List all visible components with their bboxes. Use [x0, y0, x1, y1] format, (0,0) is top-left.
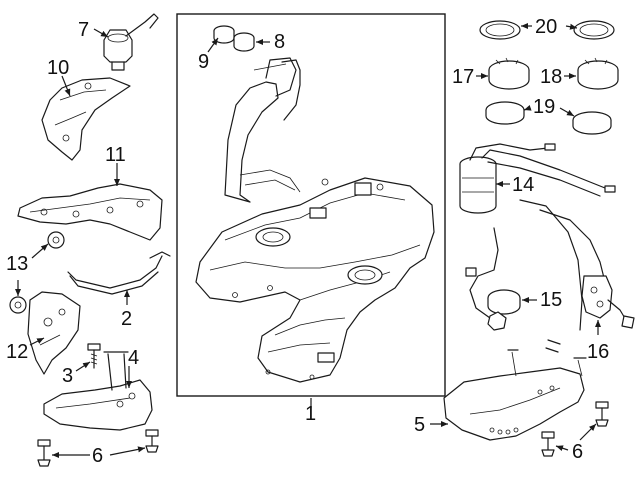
callout-9: 9 [198, 51, 209, 73]
callout-14: 14 [512, 174, 534, 196]
callout-7: 7 [78, 19, 89, 41]
bolt-3[interactable] [87, 343, 101, 369]
callout-15: 15 [540, 289, 562, 311]
callout-16: 16 [587, 341, 609, 363]
gasket-19-right[interactable] [572, 111, 612, 135]
callout-13: 13 [6, 253, 28, 275]
callout-6-left: 6 [92, 445, 103, 467]
fuel-level-sensor[interactable] [539, 209, 635, 329]
callout-8: 8 [274, 31, 285, 53]
bolt-6-right-a[interactable] [541, 431, 555, 457]
lock-ring-17[interactable] [488, 57, 530, 90]
heat-shield-lower[interactable] [17, 183, 163, 241]
fuel-tank[interactable] [195, 57, 435, 383]
callout-11: 11 [105, 144, 126, 166]
callout-17: 17 [452, 66, 474, 88]
heat-shield-side[interactable] [27, 291, 81, 375]
callout-18: 18 [540, 66, 562, 88]
callout-6-right: 6 [572, 441, 583, 463]
grommet-lower[interactable] [9, 296, 27, 314]
callout-2: 2 [121, 308, 132, 330]
callout-5: 5 [414, 414, 425, 436]
bolt-6-left-a[interactable] [37, 439, 51, 467]
seal-ring-20-left[interactable] [479, 20, 521, 40]
bolt-6-right-b[interactable] [595, 401, 609, 427]
filler-cap[interactable] [213, 25, 235, 44]
callout-1: 1 [305, 403, 316, 425]
lock-ring-18[interactable] [577, 57, 619, 90]
callout-10: 10 [47, 57, 69, 79]
callout-4: 4 [128, 347, 139, 369]
gasket-19-left[interactable] [485, 101, 525, 125]
fuel-sender-unit[interactable] [465, 199, 583, 353]
callout-19: 19 [533, 96, 555, 118]
shield-left[interactable] [43, 351, 153, 431]
callout-12: 12 [6, 341, 28, 363]
tank-group-frame [176, 13, 446, 397]
callout-3: 3 [62, 365, 73, 387]
tank-strap[interactable] [67, 251, 171, 295]
fuel-pump-module[interactable] [459, 143, 616, 214]
vent-valve[interactable] [103, 13, 159, 71]
grommet-upper[interactable] [47, 231, 65, 249]
bolt-6-left-b[interactable] [145, 429, 159, 453]
filler-seal[interactable] [233, 32, 255, 52]
seal-ring-20-right[interactable] [573, 20, 615, 40]
leader-lines [15, 23, 601, 458]
shield-right[interactable] [443, 349, 587, 441]
heat-shield-upper[interactable] [41, 77, 131, 161]
callout-20: 20 [535, 16, 557, 38]
